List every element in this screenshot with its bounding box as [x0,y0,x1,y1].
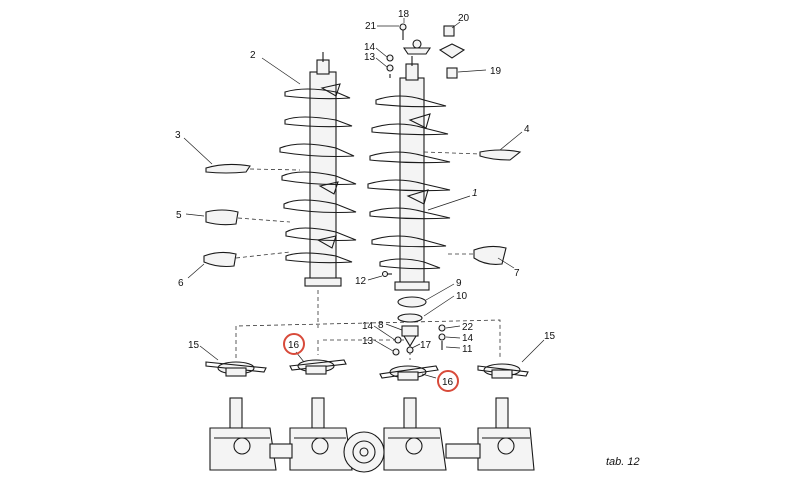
part-label-21: 21 [365,21,377,32]
part-label-14-top: 14 [364,42,376,53]
highlight-markers [283,333,459,392]
blade-part-4 [479,149,522,161]
part-label-13-top: 13 [364,52,376,63]
part-label-6: 6 [178,278,184,289]
part-label-15-left: 15 [188,340,200,351]
highlight-ring-16a [283,333,305,355]
part-label-9: 9 [456,278,462,289]
figure-caption: tab. 12 [606,456,640,468]
rotor-hub-16b [379,365,439,381]
center-hub-parts [381,270,446,356]
part-label-1: 1 [472,188,478,199]
part-label-20: 20 [458,13,470,24]
part-label-14-right: 14 [462,333,474,344]
top-hardware [386,23,466,79]
part-label-15-right: 15 [544,331,556,342]
highlight-ring-16b [437,370,459,392]
blade-part-6 [203,251,237,268]
part-label-18: 18 [398,9,410,20]
rotor-hub-right [477,363,529,379]
part-label-14-mid: 14 [362,321,374,332]
part-label-16-right: 16 [442,377,454,388]
part-label-16-left: 16 [288,340,300,351]
blade-part-3 [205,163,251,174]
auger-rotor-right [367,56,451,291]
part-label-7: 7 [514,268,520,279]
rotor-hub-left [205,361,267,377]
rotor-hub-16a [289,359,347,375]
part-label-22: 22 [462,322,474,333]
auger-rotor-left [279,52,357,287]
part-label-13-mid: 13 [362,336,374,347]
part-label-4: 4 [524,124,530,135]
blade-part-7 [473,245,507,265]
assembly-guide-lines [235,151,501,360]
part-label-5: 5 [176,210,182,221]
part-label-2: 2 [250,50,256,61]
leader-lines [183,18,545,379]
part-label-12: 12 [355,276,367,287]
gearbox-drive-train [209,397,535,473]
blade-part-5 [205,209,239,226]
part-label-19: 19 [490,66,502,77]
part-label-3: 3 [175,130,181,141]
part-label-10: 10 [456,291,468,302]
part-label-17: 17 [420,340,432,351]
part-label-11: 11 [462,344,473,355]
part-label-8: 8 [378,320,384,331]
part-labels: 2 3 4 5 6 7 1 21 18 20 19 14 13 12 9 10 … [175,9,556,388]
